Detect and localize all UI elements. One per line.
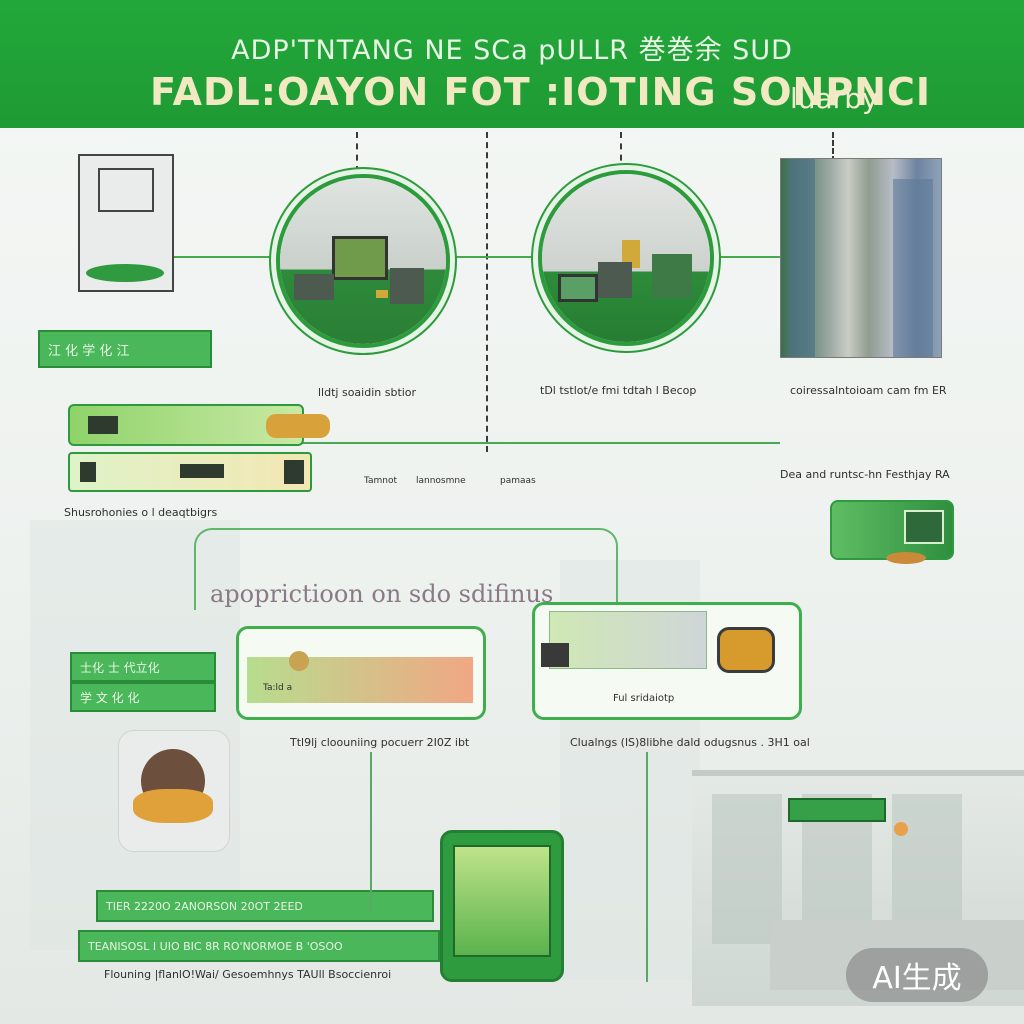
scene-circle-left — [276, 174, 450, 348]
connector-top-3 — [710, 256, 780, 258]
mid-label-2: lannosmne — [416, 476, 466, 486]
panel-left-tag: Ta:ld a — [263, 683, 293, 693]
dash-connector-2 — [486, 132, 488, 452]
panel-right-caption: Clualngs (lS)8libhe dald odugsnus . 3H1 … — [570, 736, 810, 749]
left-chars-bar-2: 学 文 化 化 — [70, 682, 216, 712]
left-caption: Shusrohonies o l deaqtbigrs — [64, 506, 218, 519]
photo-caption: coiressalntoioam cam fm ER — [790, 384, 947, 397]
bottom-bar-2: TEANISOSL I UIO BIC 8R RO'NORMOE B 'OSOO — [78, 930, 440, 962]
section-heading: apoprictioon on sdo sdifinus — [210, 580, 554, 608]
ai-generated-badge: AI生成 — [846, 948, 988, 1002]
bottom-bar-1: TIER 2220O 2ANORSON 20OT 2EED — [96, 890, 434, 922]
left-tag-bar: 江 化 学 化 江 — [38, 330, 212, 368]
right-connector — [646, 752, 648, 982]
center-connector — [370, 752, 372, 912]
desk-lamp — [894, 822, 908, 836]
panel-right-tag: Ful sridaiotp — [613, 693, 675, 704]
panel-left: Ta:ld a — [236, 626, 486, 720]
circle-left-caption: lldtj soaidin sbtior — [318, 386, 417, 399]
dash-connector-1 — [356, 132, 358, 172]
panel-left-caption: Ttl9lj cloouniing pocuerr 2I0Z ibt — [290, 736, 470, 749]
dash-connector-4 — [832, 132, 834, 162]
connector-top-2 — [440, 256, 532, 258]
dash-connector-3 — [620, 132, 622, 172]
panel-right: Ful sridaiotp — [532, 602, 802, 720]
right-device — [830, 500, 954, 564]
mid-label-3: pamaas — [500, 476, 536, 486]
title-line-2-tail: luarby — [790, 82, 879, 115]
building-photo — [780, 158, 942, 358]
right-caption: Dea and runtsc-hn Festhjay RA — [780, 468, 950, 481]
right-monitor — [788, 798, 886, 822]
title-banner: ADP'TNTANG NE SCa pULLR 巻巻余 SUD FADL:OAY… — [0, 0, 1024, 128]
green-tablet — [440, 830, 564, 982]
connector-top-1 — [170, 256, 274, 258]
bottom-caption: Flouning |flanlO!Wai/ Gesoemhnys TAUll B… — [104, 968, 392, 981]
title-line-1: ADP'TNTANG NE SCa pULLR 巻巻余 SUD — [231, 35, 793, 66]
character-portrait — [118, 730, 230, 852]
title-line-2: FADL:OAYON FOT :IOTING SONPNCI — [150, 70, 932, 114]
mid-label-1: Tamnot — [364, 476, 398, 486]
device-sketch — [78, 154, 174, 292]
scene-circle-right — [538, 170, 714, 346]
connector-mid — [300, 442, 780, 444]
left-chars-bar-1: 士化 士 代立化 — [70, 652, 216, 682]
heading-frame — [194, 528, 618, 610]
left-device-a — [68, 404, 330, 446]
left-device-b — [68, 452, 312, 492]
circle-right-caption: tDl tstlot/e fmi tdtah l Becop — [540, 384, 697, 397]
